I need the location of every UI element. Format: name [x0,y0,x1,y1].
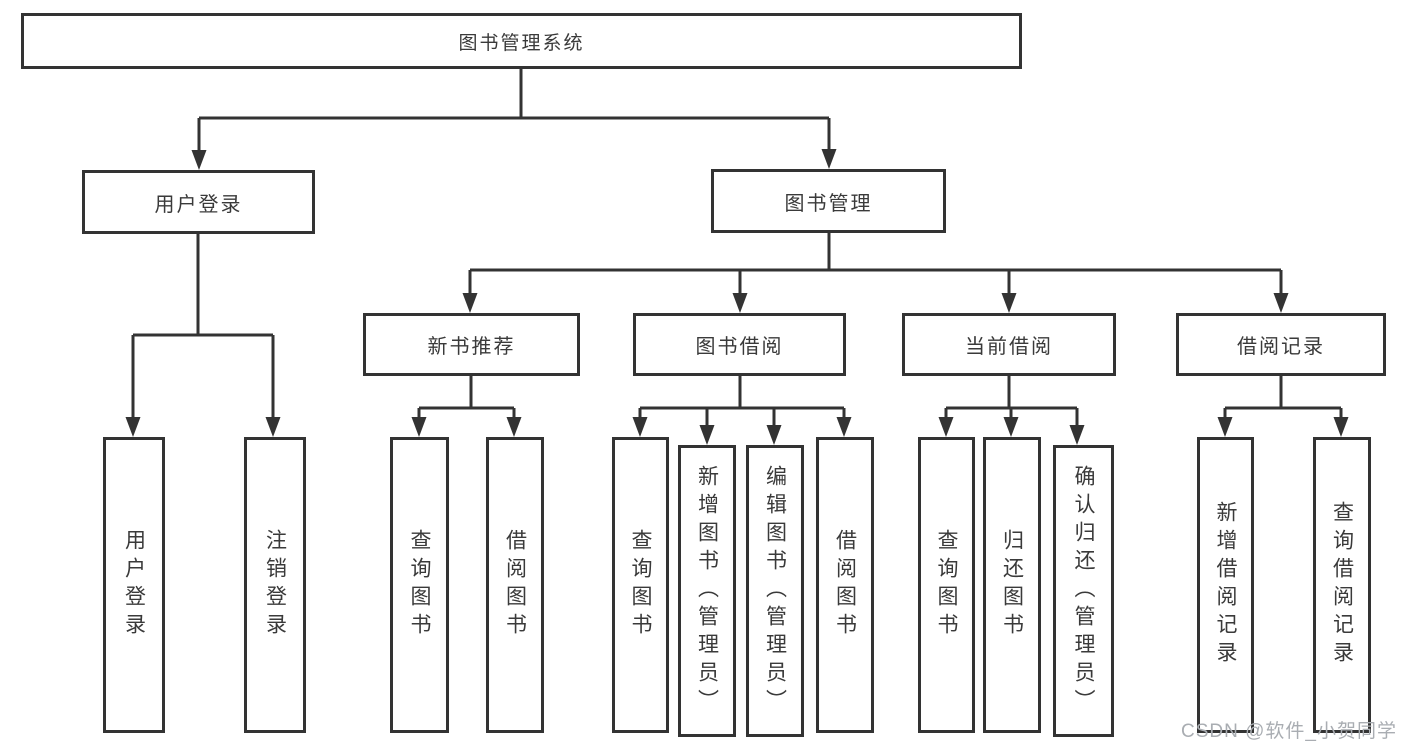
leaf-label: 归还图书 [1000,529,1024,641]
leaf-logout: 注销登录 [244,437,306,733]
node-library-management-system: 图书管理系统 [21,13,1022,69]
leaf-label: 新增图书（管理员） [695,465,719,717]
leaf-label: 借阅图书 [833,529,857,641]
leaf-borrow-books-recommend: 借阅图书 [486,437,544,733]
leaf-label: 用户登录 [122,529,146,641]
leaf-query-books-recommend: 查询图书 [390,437,449,733]
csdn-watermark: CSDN @软件_小贺同学 [1181,721,1397,742]
leaf-add-books-admin: 新增图书（管理员） [678,445,736,737]
node-new-book-recommendation: 新书推荐 [363,313,580,376]
node-borrowing-records: 借阅记录 [1176,313,1386,376]
leaf-return-books: 归还图书 [983,437,1041,733]
leaf-query-books-current: 查询图书 [918,437,975,733]
leaf-label: 新增借阅记录 [1214,501,1237,669]
node-book-borrowing: 图书借阅 [633,313,846,376]
node-label: 图书管理 [784,192,873,215]
leaf-label: 注销登录 [263,529,287,641]
leaf-label: 借阅图书 [503,529,527,641]
leaf-label: 查询图书 [629,529,652,641]
node-label: 图书管理系统 [458,32,585,54]
leaf-user-login: 用户登录 [103,437,165,733]
arrowheads [125,149,1349,445]
node-user-login: 用户登录 [82,170,315,234]
leaf-query-borrow-record: 查询借阅记录 [1313,437,1371,733]
node-label: 新书推荐 [427,336,516,358]
node-book-management: 图书管理 [711,169,946,233]
leaf-borrow-books: 借阅图书 [816,437,874,733]
node-label: 图书借阅 [695,336,784,358]
leaf-add-borrow-record: 新增借阅记录 [1197,437,1254,733]
node-current-borrowing: 当前借阅 [902,313,1116,376]
leaf-label: 查询借阅记录 [1330,501,1354,669]
node-label: 用户登录 [154,193,243,216]
node-label: 借阅记录 [1237,336,1325,358]
leaf-label: 查询图书 [935,529,958,641]
node-label: 当前借阅 [965,336,1053,358]
leaf-edit-books-admin: 编辑图书（管理员） [746,445,804,737]
leaf-query-books-borrow: 查询图书 [612,437,669,733]
leaf-label: 确认归还（管理员） [1072,465,1095,717]
leaf-label: 编辑图书（管理员） [763,465,787,717]
leaf-confirm-return-admin: 确认归还（管理员） [1053,445,1114,737]
leaf-label: 查询图书 [408,529,431,641]
